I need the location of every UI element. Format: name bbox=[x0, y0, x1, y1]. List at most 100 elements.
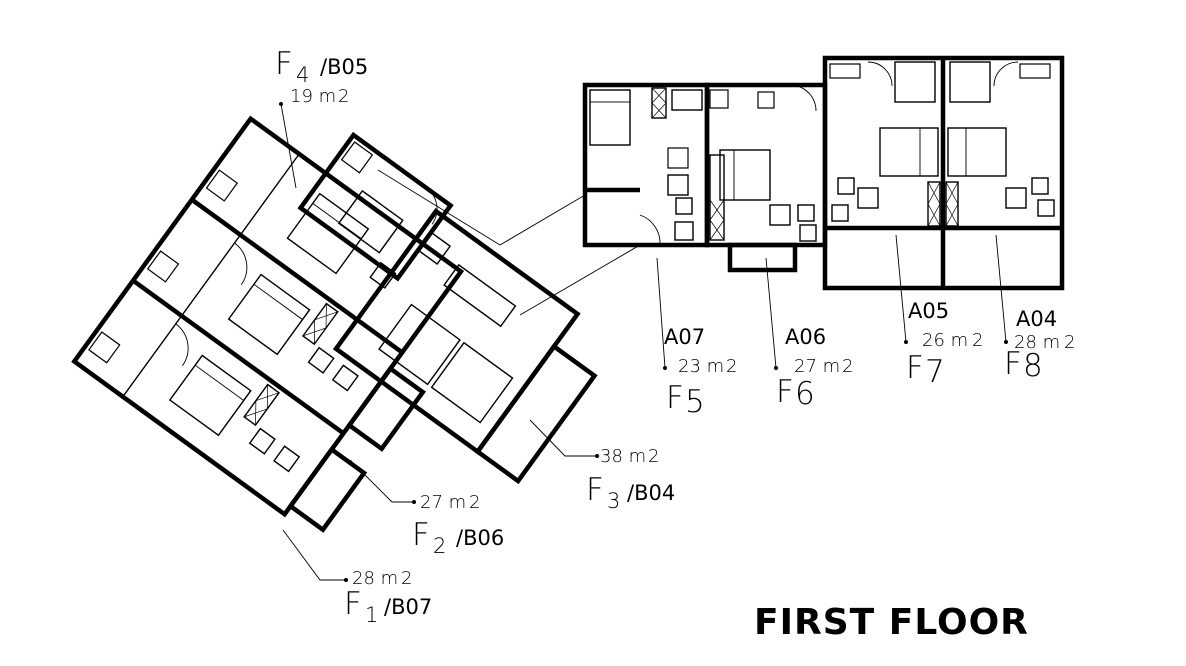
left-wing bbox=[71, 115, 598, 533]
bed-pillow bbox=[947, 127, 967, 177]
wardrobe bbox=[651, 87, 667, 119]
wardrobe-hatch bbox=[651, 87, 667, 119]
unit-area: 28 m bbox=[352, 568, 398, 589]
hob bbox=[829, 63, 861, 79]
unit-area-sup: 2 bbox=[648, 446, 659, 467]
wardrobe bbox=[709, 154, 725, 241]
unit-number: 5 bbox=[685, 384, 705, 420]
chair bbox=[1031, 177, 1049, 195]
leader-lines bbox=[279, 102, 1008, 582]
unit-code: A06 bbox=[785, 325, 826, 349]
label-f7: A05 26 m 2 F 7 bbox=[906, 299, 983, 390]
hob bbox=[757, 91, 775, 109]
unit-area-sup: 2 bbox=[338, 86, 349, 107]
unit-number: 1 bbox=[365, 603, 378, 627]
chair bbox=[1037, 199, 1055, 217]
unit-letter: F bbox=[906, 350, 924, 386]
bed-pillow bbox=[253, 273, 311, 321]
bed bbox=[719, 149, 771, 201]
unit-letter: F bbox=[666, 380, 684, 416]
unit-code: /B06 bbox=[456, 526, 504, 550]
unit-area-sup: 2 bbox=[1064, 332, 1075, 353]
unit-area-sup: 2 bbox=[401, 568, 412, 589]
unit-number: 6 bbox=[795, 376, 815, 412]
left-wing-rooms bbox=[71, 115, 465, 533]
label-f4: F 4 /B05 19 m 2 bbox=[275, 46, 368, 107]
hob bbox=[340, 141, 374, 174]
unit-area-sup: 2 bbox=[972, 330, 983, 351]
label-f6: A06 27 m 2 F 6 bbox=[776, 325, 853, 412]
unit-code: A05 bbox=[908, 299, 949, 323]
leader-dot bbox=[774, 366, 778, 370]
leader-f8 bbox=[995, 234, 1007, 343]
leader-dot bbox=[595, 454, 599, 458]
label-f3: 38 m 2 F 3 /B04 bbox=[586, 446, 675, 513]
unit-number: 3 bbox=[607, 489, 620, 513]
connector-line bbox=[377, 169, 586, 246]
chair bbox=[674, 221, 694, 241]
wardrobe-hatch bbox=[244, 384, 280, 426]
chair bbox=[837, 177, 855, 195]
unit-area: 26 m bbox=[922, 330, 968, 351]
door-swing bbox=[639, 214, 661, 246]
leader-f2 bbox=[349, 459, 414, 503]
hob bbox=[1019, 63, 1051, 79]
armchair bbox=[769, 204, 791, 226]
unit-f5-outline bbox=[582, 82, 710, 248]
unit-area: 27 m bbox=[420, 492, 466, 513]
leader-dot bbox=[279, 102, 283, 106]
sink bbox=[671, 89, 703, 111]
balcony bbox=[287, 446, 368, 533]
armchair bbox=[667, 174, 689, 196]
bed bbox=[227, 273, 311, 356]
unit-area: 28 m bbox=[1014, 332, 1060, 353]
wardrobe-hatch bbox=[927, 181, 941, 227]
chair bbox=[248, 427, 276, 455]
wardrobe-hatch bbox=[709, 199, 725, 241]
connector-line bbox=[519, 244, 641, 316]
chair bbox=[331, 364, 359, 392]
armchair bbox=[1005, 187, 1027, 209]
leader-f4 bbox=[280, 103, 297, 189]
chair bbox=[675, 197, 693, 215]
bed-pillow bbox=[589, 89, 631, 103]
partition bbox=[131, 278, 345, 436]
wardrobe bbox=[927, 181, 941, 227]
unit-code: /B07 bbox=[384, 595, 432, 619]
chair bbox=[369, 261, 397, 289]
unit-code: /B05 bbox=[320, 55, 368, 79]
hob bbox=[88, 331, 121, 364]
door-swing bbox=[789, 84, 817, 112]
bath-partition bbox=[122, 153, 300, 398]
label-f1: 28 m 2 F 1 /B07 bbox=[344, 568, 432, 627]
drawing-title: FIRST FLOOR bbox=[754, 602, 1029, 643]
unit-f3-block bbox=[332, 208, 598, 485]
unit-f4-block bbox=[297, 131, 454, 282]
label-f2: 27 m 2 F 2 /B06 bbox=[412, 492, 504, 558]
right-block bbox=[582, 55, 1065, 291]
leader-dot bbox=[412, 500, 416, 504]
bed-pillow bbox=[194, 354, 252, 402]
unit-letter: F bbox=[586, 472, 604, 508]
door-swing bbox=[867, 61, 893, 87]
unit-letter: F bbox=[776, 374, 794, 410]
unit-code: A04 bbox=[1016, 307, 1057, 331]
label-f5: A07 23 m 2 F 5 bbox=[664, 325, 737, 420]
door-swing bbox=[993, 61, 1019, 87]
unit-code: /B04 bbox=[627, 481, 675, 505]
unit-number: 2 bbox=[433, 534, 446, 558]
unit-number: 8 bbox=[1023, 348, 1043, 384]
hob bbox=[667, 147, 689, 169]
bed bbox=[337, 189, 404, 254]
unit-number: 7 bbox=[925, 354, 945, 390]
bed bbox=[378, 303, 461, 386]
chair bbox=[797, 204, 815, 222]
unit-letter: F bbox=[412, 517, 430, 553]
leader-f1 bbox=[282, 529, 346, 581]
hob bbox=[205, 169, 239, 202]
unit-letter: F bbox=[1004, 346, 1022, 382]
unit-area-sup: 2 bbox=[469, 492, 480, 513]
bed-pillow bbox=[719, 149, 735, 201]
leader-dot bbox=[904, 340, 908, 344]
